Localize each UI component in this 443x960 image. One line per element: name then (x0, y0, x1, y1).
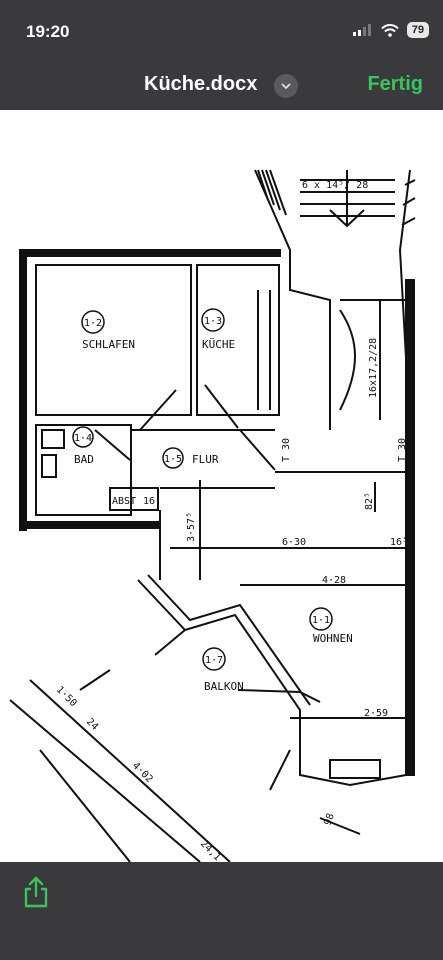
label-stairs-top: 6 x 14⁵/ 28 (302, 180, 368, 191)
document-title[interactable]: Küche.docx (144, 73, 258, 95)
room-name-wohnen: WOHNEN (313, 632, 353, 645)
document-view[interactable]: 1·2 SCHLAFEN 1·3 KÜCHE 1·4 BAD 1·5 FLUR … (0, 110, 443, 862)
room-id-balkon: 1·7 (205, 655, 223, 666)
dim-259: 2·59 (364, 708, 388, 719)
done-button[interactable]: Fertig (367, 73, 423, 95)
wifi-icon (381, 23, 399, 37)
floor-plan-image: 1·2 SCHLAFEN 1·3 KÜCHE 1·4 BAD 1·5 FLUR … (9, 169, 416, 862)
label-stairs-run: 16x17,2/28 (368, 338, 379, 398)
nav-bar: Küche.docx Fertig (0, 62, 443, 110)
signal-icon (352, 24, 371, 36)
room-name-bad: BAD (74, 453, 94, 466)
dim-630: 6·30 (282, 537, 306, 548)
room-name-kueche: KÜCHE (202, 338, 235, 351)
share-icon[interactable] (22, 876, 50, 908)
room-id-schlafen: 1·2 (84, 318, 102, 329)
dim-825: 82⁵ (364, 492, 375, 510)
dim-16: 16⁵ (390, 537, 408, 548)
room-name-flur: FLUR (192, 453, 219, 466)
label-t30-left: T 30 (281, 438, 292, 462)
room-id-flur: 1·5 (164, 454, 182, 465)
dim-241: 24,1 (198, 838, 223, 862)
label-abst-num: 16 (143, 496, 155, 507)
dim-357: 3·57⁵ (186, 512, 197, 542)
label-abst: ABST (112, 496, 136, 507)
room-name-schlafen: SCHLAFEN (82, 338, 135, 351)
chevron-down-icon[interactable] (274, 74, 298, 98)
room-name-balkon: BALKON (204, 680, 244, 693)
status-icons: 79 (352, 22, 429, 38)
room-id-wohnen: 1·1 (312, 615, 330, 626)
status-bar: 19:20 79 (0, 0, 443, 62)
room-id-bad: 1·4 (74, 433, 92, 444)
room-id-kueche: 1·3 (204, 316, 222, 327)
status-time: 19:20 (26, 22, 70, 41)
dim-428: 4·28 (322, 575, 346, 586)
label-t30-right: T 30 (397, 438, 408, 462)
dim-98: 98 (322, 812, 336, 827)
bottom-toolbar (0, 862, 443, 960)
battery-indicator: 79 (406, 22, 429, 38)
